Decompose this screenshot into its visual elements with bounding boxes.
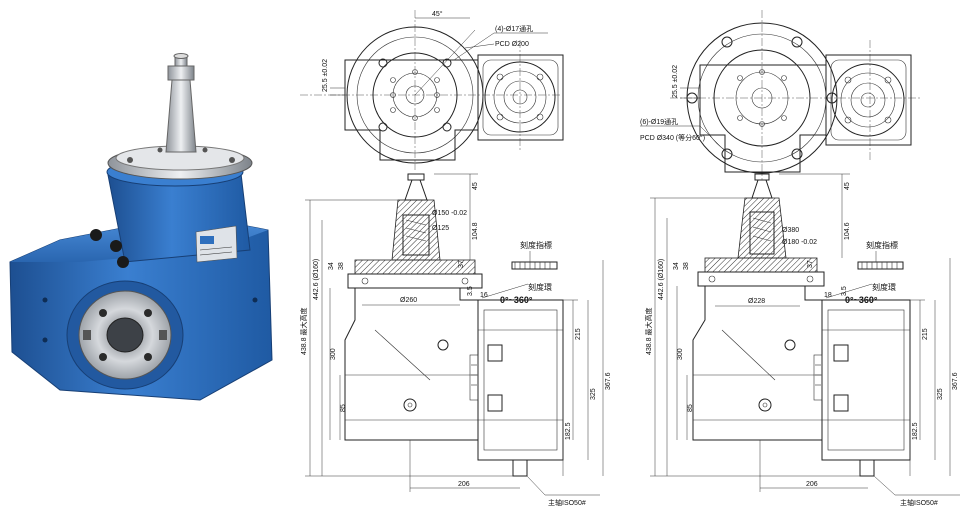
housing-hole-2 <box>42 337 48 343</box>
d2-dim-l-5: 85 <box>687 404 694 412</box>
d2-dim-r-0: 45 <box>844 182 851 190</box>
d1-dim-r-6: 325 <box>590 388 597 400</box>
d1-dim-l-1: 442.6 (Ø160) <box>313 259 320 300</box>
d2-hole-label: (6)-Ø19通孔 <box>640 117 678 126</box>
d1-dim-r-5: 215 <box>575 328 582 340</box>
d2-dia-main: Ø228 <box>748 298 765 305</box>
d2-dim-l-3: 38 <box>683 262 690 270</box>
d1-angle-label: 45° <box>432 10 443 18</box>
drawing-2-top-view: (6)-Ø19通孔 PCD Ø340 (等分60°) 25.5 ±0.02 <box>640 10 920 180</box>
d1-ring-label: 刻度環 <box>528 282 552 292</box>
side-bolt-1 <box>90 229 102 241</box>
flange-bolt-2 <box>229 157 235 163</box>
d2-dia-small1: Ø380 <box>782 227 799 234</box>
spindle-bolt-3 <box>99 353 107 361</box>
drawing-1: 45° (4)-Ø17通孔 PCD Ø200 25.5 ±0.02 <box>299 10 612 507</box>
d1-dim-l-0: 438.8 最大高度 <box>299 308 308 355</box>
tool-shank-taper <box>165 79 197 153</box>
d2-dim-r-1: 104.6 <box>844 222 851 240</box>
d1-dia-small1: Ø150 -0.02 <box>432 210 467 217</box>
d1-dim-r-1: 104.8 <box>472 222 479 240</box>
spindle-drive-key-2 <box>159 330 167 340</box>
d2-dim-r-7: 367.6 <box>952 372 959 390</box>
nameplate <box>195 225 238 263</box>
d2-pcd-label: PCD Ø340 (等分60°) <box>640 133 705 142</box>
d2-dim-r-3: 3.5 <box>841 286 848 296</box>
d2-dim-r-4: 18 <box>824 292 832 299</box>
spindle-drive-key-1 <box>83 330 91 340</box>
drawing-2: (6)-Ø19通孔 PCD Ø340 (等分60°) 25.5 ±0.02 <box>640 10 960 507</box>
drawing-1-top-view: 45° (4)-Ø17通孔 PCD Ø200 25.5 ±0.02 <box>300 10 564 170</box>
d2-dim-r-5: 215 <box>922 328 929 340</box>
d2-dim-l-4: 300 <box>677 348 684 360</box>
d1-pcd-label: PCD Ø200 <box>495 41 529 48</box>
d2-dia-small2: Ø180 -0.02 <box>782 239 817 246</box>
side-bolt-3 <box>117 256 129 268</box>
d1-dim-r-4: 16 <box>480 292 488 299</box>
d1-dim-r-2: 37 <box>458 260 465 268</box>
d1-rotation-label: 0°~360° <box>500 295 533 305</box>
d1-dim-l-5: 85 <box>340 404 347 412</box>
d1-dim-r-3: 3.5 <box>467 286 474 296</box>
housing-hole-1 <box>42 297 48 303</box>
d2-dim-l-2: 34 <box>673 262 680 270</box>
housing-hole-3 <box>252 297 258 303</box>
d2-dim-r-6: 325 <box>937 388 944 400</box>
d1-hole-label: (4)-Ø17通孔 <box>495 24 533 33</box>
d1-dim-l-4: 300 <box>330 348 337 360</box>
d1-scale-label: 刻度指標 <box>520 240 552 250</box>
nameplate-logo <box>200 236 214 244</box>
d2-ring-label: 刻度環 <box>872 282 896 292</box>
d1-bottom-dim: 206 <box>458 481 470 488</box>
d1-spindle-label: 主轴ISO50# <box>548 498 586 507</box>
d2-spindle-label: 主轴ISO50# <box>900 498 938 507</box>
flange-bolt-4 <box>202 147 208 153</box>
d1-dim-r-0: 45 <box>472 182 479 190</box>
spindle-bore <box>106 317 144 353</box>
d2-offset-label: 25.5 ±0.02 <box>672 65 679 98</box>
drawing-1-side-view: 刻度指標 刻度環 0°~360° 45 104.8 37 3.5 16 215 … <box>299 173 612 507</box>
d1-dim-l-2: 34 <box>328 262 335 270</box>
d2-dim-l-0: 438.8 最大高度 <box>644 308 653 355</box>
tool-shank-collar <box>167 65 195 81</box>
flange-bolt-3 <box>157 147 163 153</box>
d2-scale-label: 刻度指標 <box>866 240 898 250</box>
d2-dim-r-8: 182.5 <box>912 422 919 440</box>
d1-dim-r-7: 367.6 <box>605 372 612 390</box>
spindle-bolt-1 <box>99 309 107 317</box>
d1-dim-l-3: 38 <box>338 262 345 270</box>
side-bolt-2 <box>110 240 122 252</box>
pull-stud-cap <box>173 53 189 59</box>
drawing-2-side-view: 刻度指標 刻度環 0°~360° 45 104.6 37 3.5 18 215 … <box>644 173 960 507</box>
spindle-bolt-2 <box>144 309 152 317</box>
d2-dim-r-2: 37 <box>807 260 814 268</box>
spindle-bolt-4 <box>144 353 152 361</box>
d1-dim-r-8: 182.5 <box>565 422 572 440</box>
d2-rotation-label: 0°~360° <box>845 295 878 305</box>
d2-bottom-dim: 206 <box>806 481 818 488</box>
flange-bolt-1 <box>127 157 133 163</box>
d1-dia-small2: Ø125 <box>432 225 449 232</box>
d1-offset-label: 25.5 ±0.02 <box>322 59 329 92</box>
d2-dim-l-1: 442.6 (Ø160) <box>658 259 665 300</box>
angle-head-photo <box>9 53 273 401</box>
d1-dia-main: Ø260 <box>400 297 417 304</box>
